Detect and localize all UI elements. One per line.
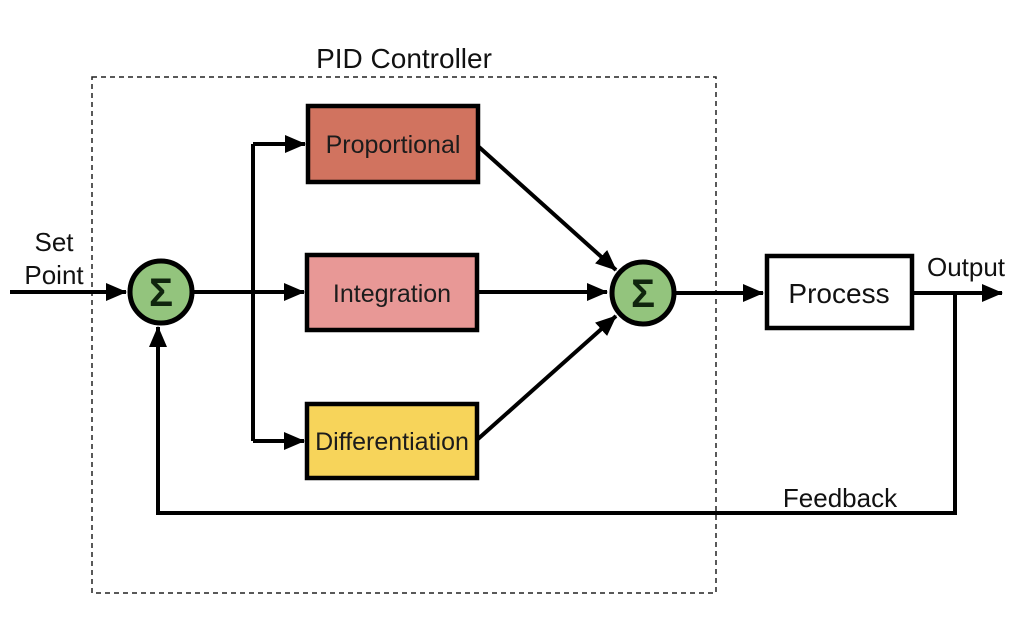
sigma-symbol-output: Σ bbox=[631, 272, 655, 316]
block-integration bbox=[304, 252, 480, 333]
block-differentiation-label: Differentiation bbox=[315, 428, 469, 456]
sigma-symbol-input: Σ bbox=[149, 271, 173, 315]
sum-junction-output bbox=[609, 259, 677, 327]
setpoint-label-line1: Set bbox=[34, 227, 74, 257]
setpoint-label-line2: Point bbox=[24, 260, 84, 290]
pid-controller-boundary bbox=[91, 76, 717, 594]
feedback-label: Feedback bbox=[783, 483, 898, 513]
feedback-line bbox=[149, 293, 957, 515]
block-process-label: Process bbox=[788, 278, 889, 309]
block-integration-label: Integration bbox=[333, 280, 451, 308]
proportional-to-sum-arrow bbox=[477, 145, 618, 272]
block-process bbox=[764, 253, 915, 331]
block-proportional-label: Proportional bbox=[326, 131, 461, 159]
block-differentiation bbox=[304, 401, 480, 481]
block-proportional bbox=[305, 103, 481, 185]
output-label: Output bbox=[927, 252, 1006, 282]
diagram-title: PID Controller bbox=[316, 43, 492, 74]
differentiation-to-sum-arrow bbox=[476, 314, 618, 441]
